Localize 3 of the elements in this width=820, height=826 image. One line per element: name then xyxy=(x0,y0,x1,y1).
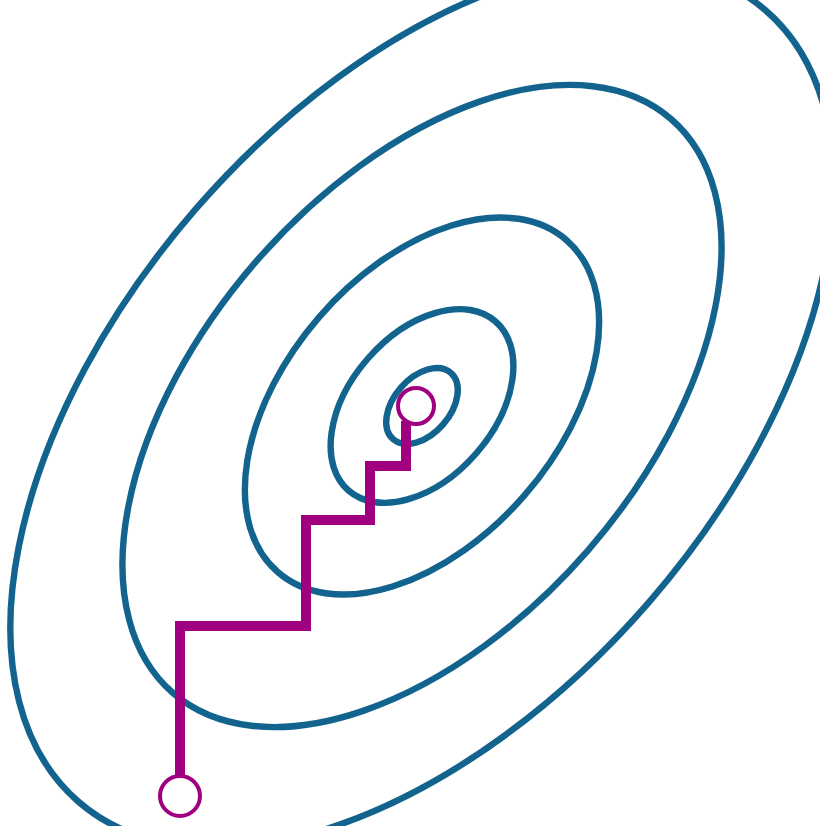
descent-path xyxy=(175,420,411,776)
circle-marker xyxy=(156,772,204,820)
circle-marker xyxy=(394,384,438,428)
